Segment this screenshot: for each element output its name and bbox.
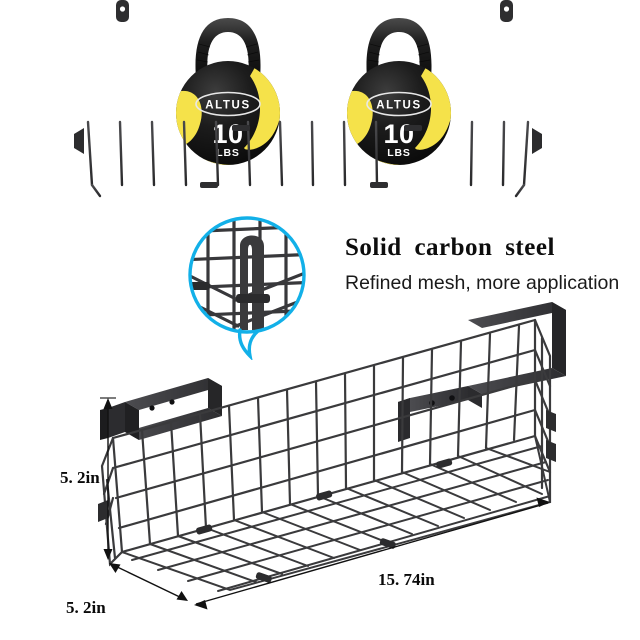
top-basket-front-tray: [86, 120, 530, 198]
top-basket-scene: ALTUS 10 LBS ALTUS 10 LBS: [0, 0, 640, 210]
kettlebell-left: ALTUS 10 LBS: [176, 18, 280, 165]
headline: Solid carbon steel: [345, 234, 555, 261]
dimension-line-width: [195, 502, 549, 605]
mounting-tab-left: [116, 0, 129, 22]
mounting-tab-right: [500, 0, 513, 22]
bottom-basket-front-mesh: [111, 318, 537, 554]
tray-clips: [200, 125, 422, 188]
dimension-label-height: 5. 2in: [60, 468, 100, 487]
dimension-line-depth: [110, 563, 187, 601]
subhead: Refined mesh, more application: [345, 272, 620, 294]
svg-text:ALTUS: ALTUS: [376, 100, 421, 112]
dimension-label-depth: 5. 2in: [66, 598, 106, 617]
kettlebell-right: ALTUS 10 LBS: [347, 18, 451, 165]
top-basket-end-hardware: [74, 128, 542, 154]
bottom-basket-clips: [98, 410, 556, 583]
mesh-detail-magnifier: [178, 210, 338, 360]
bottom-basket-scene: [80, 290, 640, 640]
hanging-bracket-left: [100, 378, 222, 440]
svg-text:ALTUS: ALTUS: [205, 100, 250, 112]
dimension-label-width: 15. 74in: [378, 570, 435, 589]
